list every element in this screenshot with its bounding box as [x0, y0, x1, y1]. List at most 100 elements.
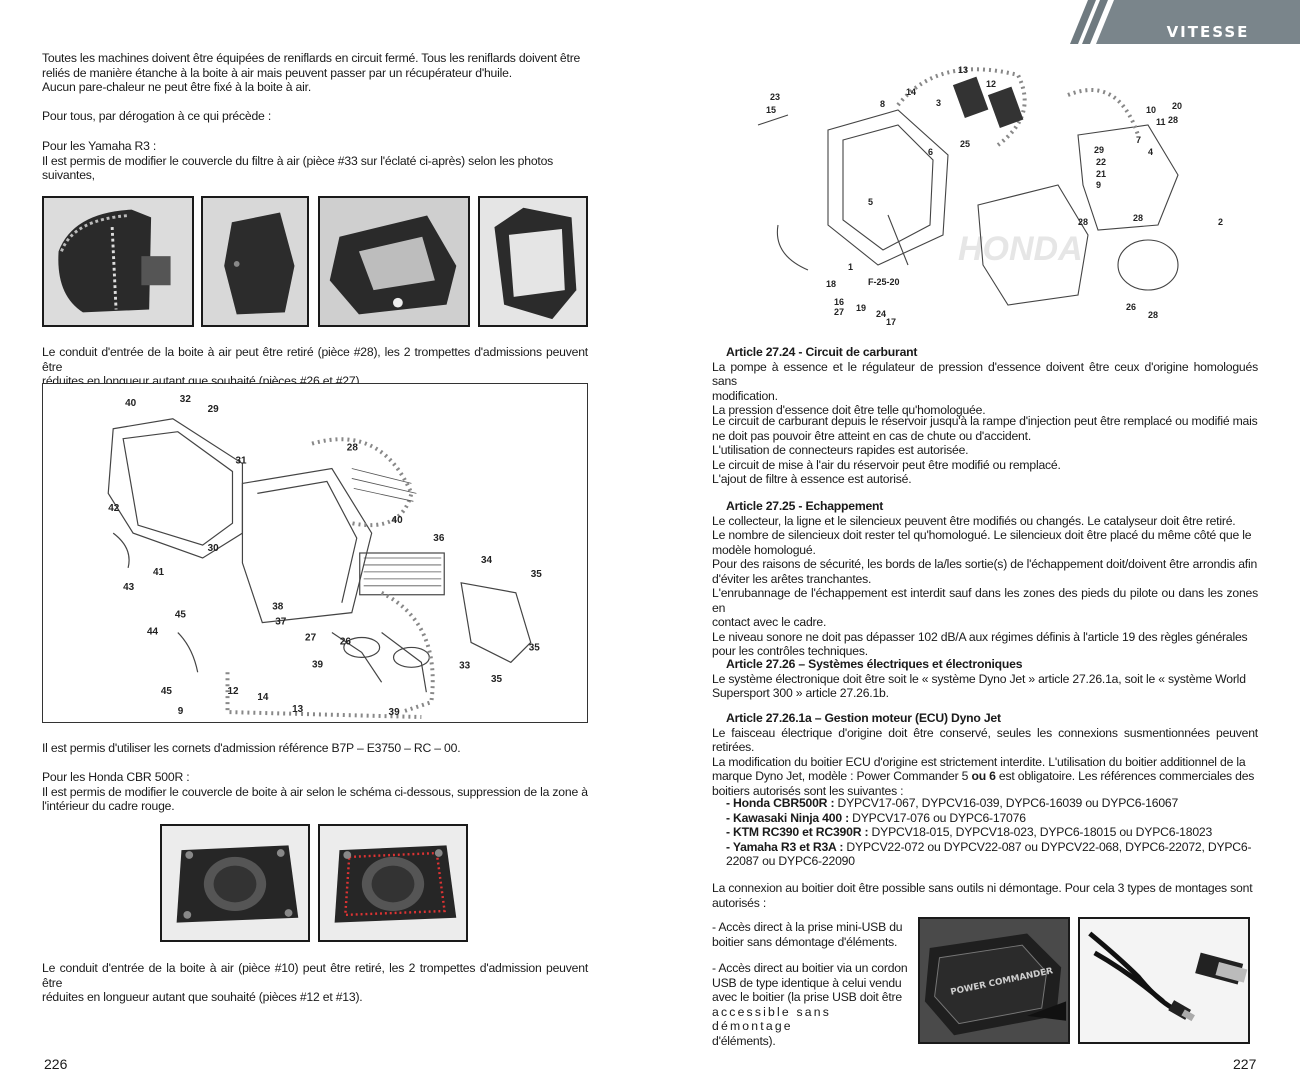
access-option-2: - Accès direct au boitier via un cordon … — [712, 961, 908, 1048]
page-number-right: 227 — [1233, 1056, 1257, 1072]
yamaha-photo-2 — [201, 196, 309, 327]
honda-photo-original — [160, 824, 310, 942]
text-segment-bold: ou 6 — [971, 769, 996, 783]
honda-watermark: HONDA — [958, 230, 1083, 268]
callout-label: 35 — [491, 674, 503, 685]
callout-label: 44 — [147, 627, 159, 638]
text-line: Aucun pare-chaleur ne peut être fixé à l… — [42, 80, 312, 94]
text-line: pour les contrôles techniques. — [712, 644, 868, 658]
callout-label: 25 — [960, 139, 970, 149]
text-line: 22087 ou DYPC6-22090 — [726, 854, 855, 868]
callout-label: 7 — [1136, 135, 1141, 145]
text-line: boitier sans démontage d'éléments. — [712, 934, 898, 949]
article-27-24: Article 27.24 - Circuit de carburant La … — [712, 345, 1258, 418]
callout-label: 38 — [272, 602, 284, 613]
callout-label: 1 — [848, 262, 853, 272]
callout-label: 5 — [868, 197, 873, 207]
text-segment: est obligatoire. Les références commerci… — [995, 769, 1255, 783]
reference-codes: DYPCV17-076 ou DYPC6-17076 — [848, 810, 1026, 825]
text-line: USB de type identique à celui vendu — [712, 975, 902, 990]
reference-list: - Honda CBR500R : DYPCV17-067, DYPCV16-0… — [726, 796, 1258, 869]
text-line: Le conduit d'entrée de la boite à air (p… — [42, 961, 588, 990]
article-title: Article 27.26 – Systèmes électriques et … — [726, 657, 1023, 671]
text-line: Toutes les machines doivent être équipée… — [42, 51, 581, 65]
text-segment: marque Dyno Jet, modèle : Power Commande… — [712, 769, 972, 783]
power-commander-photo: POWER COMMANDER — [918, 917, 1070, 1044]
callout-label: 22 — [1096, 157, 1106, 167]
callout-label: 34 — [481, 555, 493, 566]
reference-model: - Yamaha R3 et R3A : — [726, 839, 844, 854]
callout-label: 8 — [880, 99, 885, 109]
access-option-1: - Accès direct à la prise mini-USB du bo… — [712, 920, 908, 949]
text-line: Le nombre de silencieux doit rester tel … — [712, 528, 1252, 542]
reference-model: - Kawasaki Ninja 400 : — [726, 810, 849, 825]
page-number-left: 226 — [44, 1056, 68, 1072]
section-header: VITESSE — [1070, 0, 1300, 61]
yamaha-photo-1 — [42, 196, 194, 327]
text-line: d'éviter les arêtes tranchantes. — [712, 571, 872, 586]
text-line: contact avec le cadre. — [712, 615, 827, 629]
callout-label: 13 — [958, 65, 968, 75]
callout-label: 40 — [392, 515, 404, 526]
text-line: La connexion au boitier doit être possib… — [712, 881, 1253, 895]
callout-label: 39 — [389, 707, 401, 718]
callout-label: 33 — [459, 660, 471, 671]
text-line: Pour des raisons de sécurité, les bords … — [712, 557, 1258, 571]
callout-label: F-25-20 — [868, 277, 900, 287]
text-line: marque Dyno Jet, modèle : Power Commande… — [712, 769, 1258, 784]
callout-label: 16 — [834, 297, 844, 307]
reference-item: - KTM RC390 et RC390R : DYPCV18-015, DYP… — [726, 825, 1258, 840]
text-line: reliés de manière étanche à la boite à a… — [42, 65, 512, 80]
callout-label: 45 — [175, 610, 187, 621]
text-line: accessible sans démontage — [712, 1004, 832, 1034]
text-line: L'utilisation de connecteurs rapides est… — [712, 443, 969, 457]
callout-label: 14 — [906, 87, 916, 97]
text-line: Le conduit d'entrée de la boite à air pe… — [42, 345, 588, 374]
callout-label: 26 — [1126, 302, 1136, 312]
callout-label: 32 — [180, 394, 192, 405]
callout-label: 26 — [340, 636, 352, 647]
callout-label: 28 — [1133, 213, 1143, 223]
text-line: L'enrubannage de l'échappement est inter… — [712, 586, 1258, 615]
callout-label: 24 — [876, 309, 886, 319]
callout-label: 2 — [1218, 217, 1223, 227]
reference-item: - Kawasaki Ninja 400 : DYPCV17-076 ou DY… — [726, 811, 1258, 826]
callout-label: 23 — [770, 92, 780, 102]
callout-label: 29 — [208, 404, 220, 415]
text-line: La pression d'essence doit être telle qu… — [712, 403, 986, 417]
article-27-24-continued: Le circuit de carburant depuis le réserv… — [712, 414, 1258, 487]
callout-label: 21 — [1096, 169, 1106, 179]
yamaha-paragraph: Pour les Yamaha R3 : Il est permis de mo… — [42, 139, 588, 183]
text-line: Pour les Honda CBR 500R : — [42, 770, 190, 784]
honda-photo-modified — [318, 824, 468, 942]
reference-item: - Yamaha R3 et R3A : DYPCV22-072 ou DYPC… — [726, 840, 1258, 855]
callout-label: 41 — [153, 567, 165, 578]
reference-model: - Honda CBR500R : — [726, 796, 835, 810]
callout-label: 45 — [161, 686, 173, 697]
reference-item: - Honda CBR500R : DYPCV17-067, DYPCV16-0… — [726, 796, 1258, 811]
text-line: - Accès direct à la prise mini-USB du — [712, 920, 903, 934]
callout-label: 40 — [125, 398, 137, 409]
text-line: Le système électronique doit être soit l… — [712, 671, 1246, 686]
text-line: Le faisceau électrique d'origine doit êt… — [712, 725, 1258, 755]
callout-label: 42 — [108, 503, 120, 514]
derogation-paragraph: Pour tous, par dérogation à ce qui précè… — [42, 109, 588, 124]
intro-paragraph: Toutes les machines doivent être équipée… — [42, 51, 588, 95]
reference-codes: DYPCV22-072 ou DYPCV22-087 ou DYPCV22-06… — [843, 839, 1252, 854]
callout-label: 10 — [1146, 105, 1156, 115]
reference-codes: DYPCV17-067, DYPCV16-039, DYPC6-16039 ou… — [834, 796, 1179, 810]
callout-label: 17 — [886, 317, 896, 327]
callout-label: 12 — [228, 686, 240, 697]
text-line: Il est permis de modifier le couvercle d… — [42, 153, 554, 168]
text-line: Il est permis d'utiliser les cornets d'a… — [42, 741, 461, 755]
text-line: ne doit pas pouvoir être atteint en cas … — [712, 428, 1032, 443]
callout-label: 9 — [1096, 180, 1101, 190]
callout-label: 18 — [826, 279, 836, 289]
usb-cable-photo — [1078, 917, 1250, 1044]
text-line: Le circuit de carburant depuis le réserv… — [712, 414, 1258, 428]
callout-label: 28 — [1078, 217, 1088, 227]
callout-label: 36 — [433, 533, 445, 544]
text-line: réduites en longueur autant que souhaité… — [42, 990, 363, 1004]
